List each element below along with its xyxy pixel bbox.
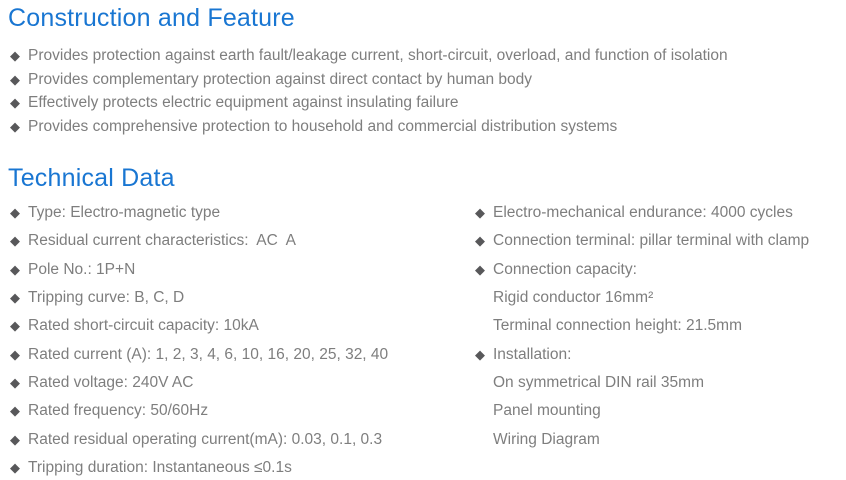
technical-data-item: ◆ Rated current (A): 1, 2, 3, 4, 6, 10, … bbox=[10, 341, 475, 369]
technical-data-item-text: Rated residual operating current(mA): 0.… bbox=[28, 430, 383, 448]
technical-data-item-text: Rated current (A): 1, 2, 3, 4, 6, 10, 16… bbox=[28, 345, 389, 363]
technical-data-item: ◆ Rigid conductor 16mm² bbox=[475, 284, 809, 312]
feature-list: ◆ Provides protection against earth faul… bbox=[10, 44, 728, 139]
feature-item: ◆ Provides comprehensive protection to h… bbox=[10, 115, 728, 139]
section-title-construction-and-feature: Construction and Feature bbox=[8, 4, 295, 32]
technical-data-item: ◆ Tripping curve: B, C, D bbox=[10, 284, 475, 312]
diamond-bullet-icon: ◆ bbox=[10, 261, 20, 277]
technical-data-item-text: Connection terminal: pillar terminal wit… bbox=[493, 232, 810, 250]
technical-data-item-text: Electro-mechanical endurance: 4000 cycle… bbox=[493, 204, 793, 221]
diamond-bullet-icon: ◆ bbox=[10, 431, 20, 447]
diamond-bullet-icon: ◆ bbox=[10, 233, 20, 249]
technical-data-item: ◆ Type: Electro-magnetic type bbox=[10, 199, 475, 227]
technical-data-item-text: Terminal connection height: 21.5mm bbox=[493, 317, 742, 335]
section-title-technical-data: Technical Data bbox=[8, 164, 175, 192]
diamond-bullet-icon: ◆ bbox=[10, 460, 20, 476]
diamond-bullet-icon: ◆ bbox=[10, 48, 20, 63]
technical-data-item-text: Rated frequency: 50/60Hz bbox=[28, 402, 209, 420]
technical-data-item: ◆ Panel mounting bbox=[475, 397, 809, 425]
diamond-bullet-icon: ◆ bbox=[10, 205, 20, 220]
technical-data-item: ◆ On symmetrical DIN rail 35mm bbox=[475, 369, 809, 397]
technical-data-item: ◆ Rated residual operating current(mA): … bbox=[10, 426, 475, 454]
diamond-bullet-icon: ◆ bbox=[10, 95, 20, 111]
feature-item-text: Provides complementary protection agains… bbox=[28, 70, 533, 88]
diamond-bullet-icon: ◆ bbox=[10, 346, 20, 362]
feature-item-text: Provides comprehensive protection to hou… bbox=[28, 118, 618, 136]
technical-data-left-column: ◆ Type: Electro-magnetic type ◆ Residual… bbox=[10, 199, 475, 480]
technical-data-item: ◆ Connection capacity: bbox=[475, 256, 809, 284]
diamond-bullet-icon: ◆ bbox=[475, 261, 485, 277]
feature-item: ◆ Provides complementary protection agai… bbox=[10, 68, 728, 92]
technical-data-item: ◆ Rated short-circuit capacity: 10kA bbox=[10, 312, 475, 340]
feature-item-text: Effectively protects electric equipment … bbox=[28, 94, 459, 112]
diamond-bullet-icon: ◆ bbox=[10, 119, 20, 135]
technical-data-item-text: Rated voltage: 240V AC bbox=[28, 374, 194, 392]
diamond-bullet-icon: ◆ bbox=[10, 375, 20, 391]
technical-data-item: ◆ Installation: bbox=[475, 341, 809, 369]
technical-data-item: ◆ Pole No.: 1P+N bbox=[10, 256, 475, 284]
diamond-bullet-icon: ◆ bbox=[10, 318, 20, 334]
technical-data-item-text: On symmetrical DIN rail 35mm bbox=[493, 374, 704, 392]
technical-data-item-text: Installation: bbox=[493, 345, 572, 363]
technical-data-item-text: Pole No.: 1P+N bbox=[28, 260, 136, 278]
technical-data-item: ◆ Wiring Diagram bbox=[475, 426, 809, 454]
technical-data-item-text: Tripping duration: Instantaneous ≤0.1s bbox=[28, 459, 292, 477]
technical-data-item: ◆ Rated voltage: 240V AC bbox=[10, 369, 475, 397]
diamond-bullet-icon: ◆ bbox=[475, 205, 485, 220]
technical-data-item: ◆ Tripping duration: Instantaneous ≤0.1s bbox=[10, 454, 475, 480]
technical-data-item: ◆ Terminal connection height: 21.5mm bbox=[475, 312, 809, 340]
feature-item: ◆ Provides protection against earth faul… bbox=[10, 44, 728, 68]
technical-data-item-text: Residual current characteristics: AC A bbox=[28, 232, 296, 250]
diamond-bullet-icon: ◆ bbox=[10, 71, 20, 87]
diamond-bullet-icon: ◆ bbox=[475, 233, 485, 249]
diamond-bullet-icon: ◆ bbox=[475, 346, 485, 362]
technical-data-item-text: Panel mounting bbox=[493, 402, 601, 420]
feature-item-text: Provides protection against earth fault/… bbox=[28, 47, 728, 64]
technical-data-item-text: Rigid conductor 16mm² bbox=[493, 289, 654, 307]
technical-data-item-text: Connection capacity: bbox=[493, 260, 637, 278]
diamond-bullet-icon: ◆ bbox=[10, 403, 20, 419]
technical-data-item: ◆ Connection terminal: pillar terminal w… bbox=[475, 227, 809, 255]
technical-data-item: ◆ Residual current characteristics: AC A bbox=[10, 227, 475, 255]
technical-data-item-text: Wiring Diagram bbox=[493, 430, 600, 448]
diamond-bullet-icon: ◆ bbox=[10, 290, 20, 306]
feature-item: ◆ Effectively protects electric equipmen… bbox=[10, 91, 728, 115]
technical-data-item: ◆ Electro-mechanical endurance: 4000 cyc… bbox=[475, 199, 809, 227]
technical-data-item-text: Type: Electro-magnetic type bbox=[28, 204, 221, 221]
technical-data-columns: ◆ Type: Electro-magnetic type ◆ Residual… bbox=[10, 199, 809, 480]
technical-data-right-column: ◆ Electro-mechanical endurance: 4000 cyc… bbox=[475, 199, 809, 480]
technical-data-item-text: Tripping curve: B, C, D bbox=[28, 289, 185, 307]
technical-data-item-text: Rated short-circuit capacity: 10kA bbox=[28, 317, 259, 335]
technical-data-item: ◆ Rated frequency: 50/60Hz bbox=[10, 397, 475, 425]
